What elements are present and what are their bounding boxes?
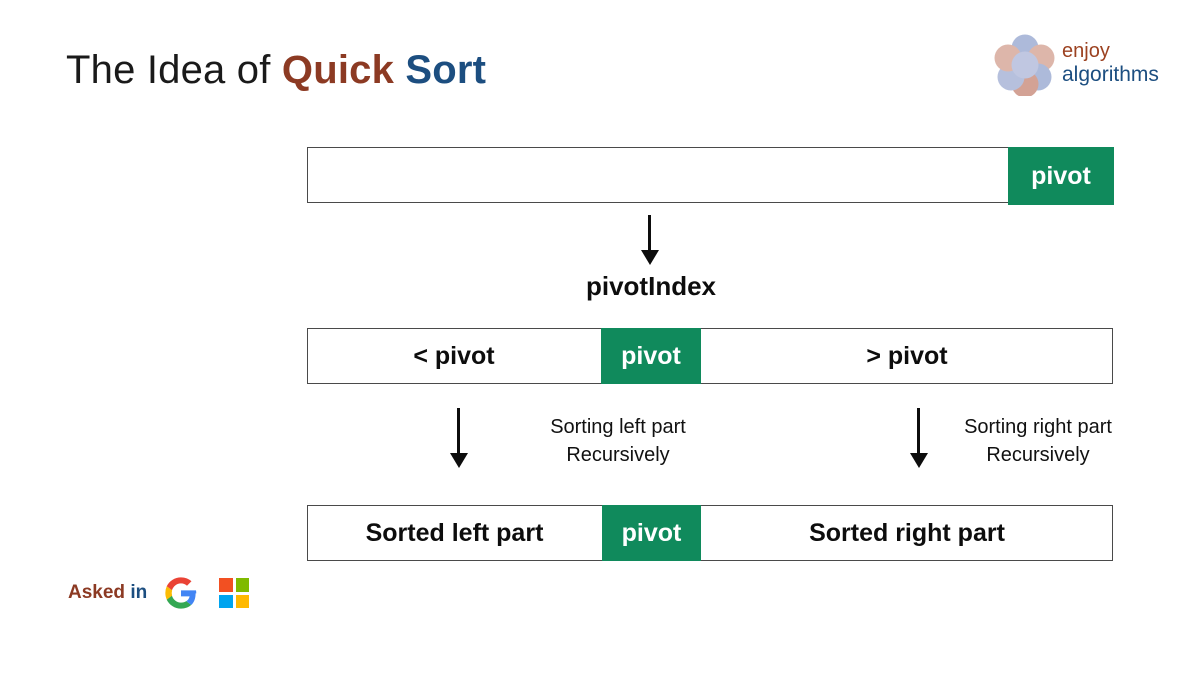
pivot-block-sorted: pivot bbox=[602, 505, 701, 561]
arrow-down-pivot-index-icon bbox=[641, 215, 659, 265]
microsoft-logo-icon bbox=[219, 578, 250, 608]
asked-in-footer: Asked in bbox=[68, 576, 250, 610]
pivot-index-label: pivotIndex bbox=[585, 271, 716, 301]
pivot-block-partitioned: pivot bbox=[601, 328, 701, 384]
left-recursion-line1: Sorting left part bbox=[550, 416, 686, 438]
array-bar-sorted bbox=[307, 505, 1113, 561]
pivot-block-initial: pivot bbox=[1008, 147, 1114, 205]
page-title: The Idea of Quick Sort bbox=[66, 42, 486, 98]
enjoy-algorithms-mark-icon bbox=[994, 34, 1055, 96]
brand-line-enjoy: enjoy bbox=[1062, 40, 1110, 62]
asked-in-label: Asked in bbox=[68, 582, 147, 604]
arrow-down-left-recursion-icon bbox=[450, 408, 468, 470]
title-highlight-quick: Quick bbox=[281, 48, 395, 92]
brand-logo: enjoy algorithms bbox=[994, 32, 1164, 98]
in-word: in bbox=[130, 582, 148, 603]
brand-line-algorithms: algorithms bbox=[1062, 63, 1159, 86]
title-highlight-sort: Sort bbox=[405, 48, 487, 92]
brand-wordmark: enjoy algorithms bbox=[1062, 40, 1159, 86]
segment-sorted-right-part: Sorted right part bbox=[809, 518, 1005, 547]
left-recursion-line2: Recursively bbox=[566, 444, 670, 466]
array-bar-partitioned bbox=[307, 328, 1113, 384]
right-recursion-line1: Sorting right part bbox=[964, 416, 1112, 438]
google-logo-icon bbox=[165, 577, 197, 609]
arrow-down-right-recursion-icon bbox=[910, 408, 928, 470]
left-recursion-label: Sorting left part Recursively bbox=[488, 413, 748, 469]
segment-greater-than-pivot: > pivot bbox=[866, 341, 948, 370]
title-prefix: The Idea of bbox=[66, 48, 282, 92]
right-recursion-label: Sorting right part Recursively bbox=[908, 413, 1168, 469]
right-recursion-line2: Recursively bbox=[986, 444, 1090, 466]
asked-word: Asked bbox=[68, 582, 126, 603]
segment-less-than-pivot: < pivot bbox=[413, 341, 495, 370]
title-space bbox=[394, 48, 405, 92]
array-bar-initial bbox=[307, 147, 1012, 203]
segment-sorted-left-part: Sorted left part bbox=[365, 518, 544, 547]
